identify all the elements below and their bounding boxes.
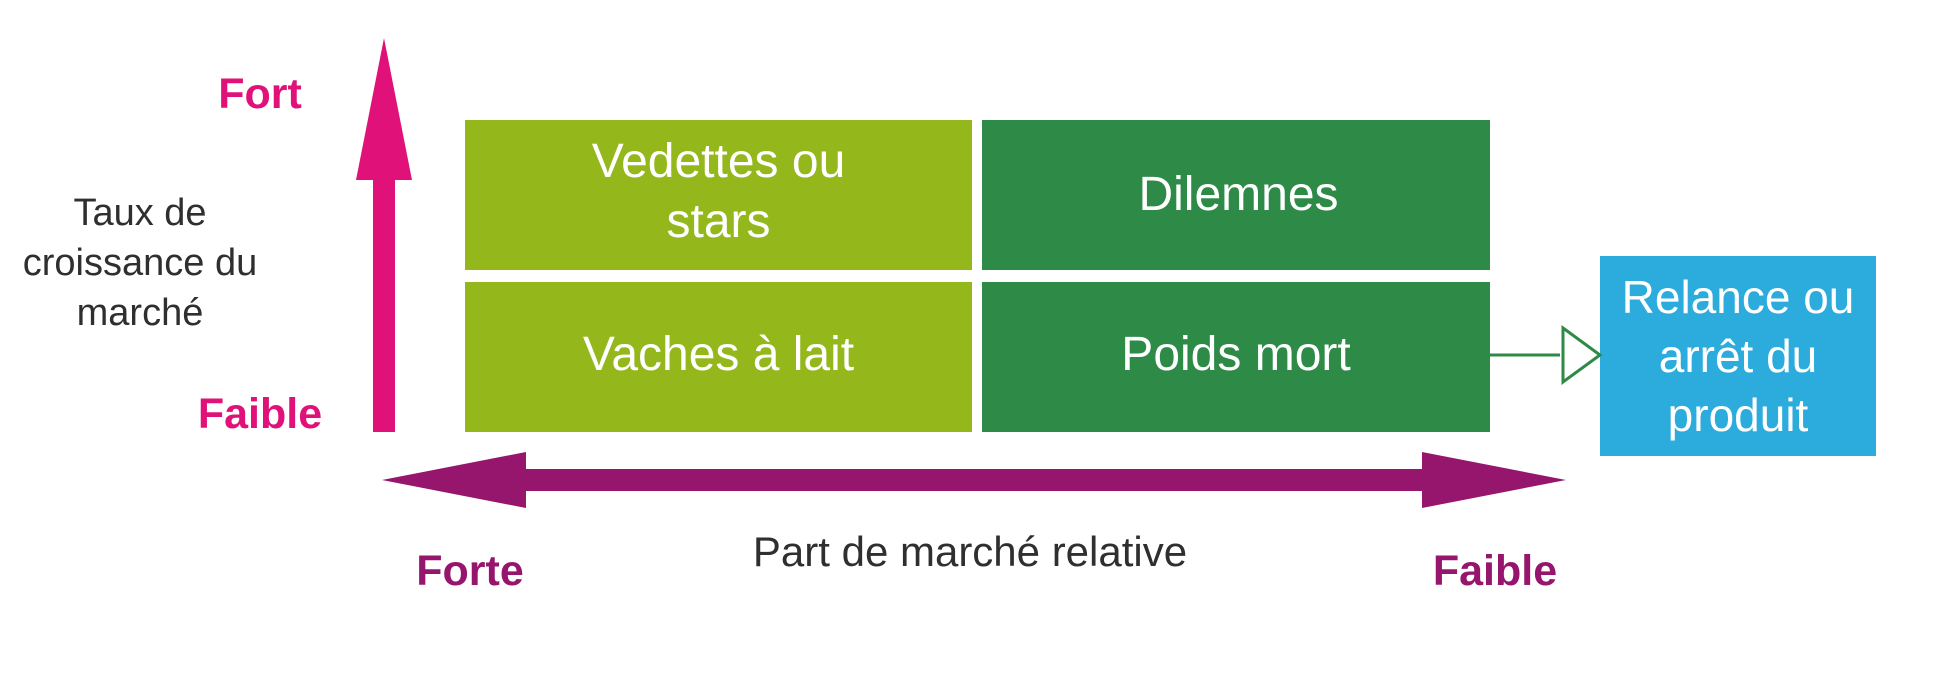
arrow-dogs-to-outcome — [1370, 325, 1603, 385]
stars-label: Vedettes ou stars — [591, 135, 846, 248]
x-axis-title: Part de marché relative — [752, 528, 1188, 575]
y-axis-top-label: Fort — [218, 70, 302, 118]
x-axis-arrow — [382, 452, 1566, 508]
x-axis-left-label: Forte — [416, 547, 524, 595]
outcome-box: Relance ou arrêt du produit — [1600, 256, 1876, 456]
y-axis-title: Taux de croissance du marché — [22, 192, 258, 334]
dogs-label: Poids mort — [1121, 328, 1351, 381]
quadrant-dogs: Poids mort — [982, 282, 1490, 432]
quadrant-cash-cows: Vaches à lait — [465, 282, 972, 432]
quadrant-stars: Vedettes ou stars — [465, 120, 972, 270]
y-axis-arrow — [356, 38, 412, 432]
cash-cows-label: Vaches à lait — [582, 328, 855, 381]
dilemmas-label: Dilemnes — [1138, 168, 1339, 221]
quadrant-dilemmas: Dilemnes — [982, 120, 1490, 270]
x-axis-right-label: Faible — [1432, 547, 1558, 595]
outcome-label: Relance ou arrêt du produit — [1621, 270, 1855, 441]
y-axis-bottom-label: Faible — [197, 390, 323, 438]
